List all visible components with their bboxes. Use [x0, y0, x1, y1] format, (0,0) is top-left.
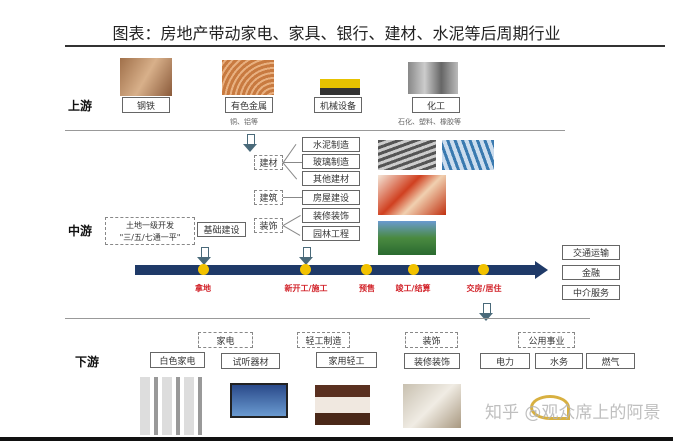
- upstream-steel: 钢铁: [122, 97, 170, 113]
- group-light-industry: 轻工制造: [297, 332, 350, 348]
- stage-dot: [198, 264, 209, 275]
- stage-dot: [478, 264, 489, 275]
- tv-image: [230, 383, 288, 418]
- item-water: 水务: [535, 353, 583, 369]
- timeline-bar: [135, 265, 537, 275]
- down-arrow-icon: [197, 247, 211, 265]
- stage-presale: 预售: [359, 284, 375, 293]
- item-home-light-industry: 家用轻工: [316, 352, 377, 368]
- group-utilities: 公用事业: [518, 332, 575, 348]
- item-housing: 房屋建设: [302, 190, 360, 205]
- stage-dot: [300, 264, 311, 275]
- connector: [283, 162, 302, 163]
- steel-image: [120, 58, 172, 96]
- watermark: 知乎 @观众席上的阿景: [485, 403, 661, 423]
- down-arrow-icon: [243, 134, 257, 152]
- item-white-goods: 白色家电: [150, 352, 205, 368]
- service-finance: 金融: [562, 265, 620, 280]
- title-divider: [65, 45, 665, 47]
- connector: [282, 225, 301, 236]
- item-other-materials: 其他建材: [302, 171, 360, 186]
- midstream-divider: [65, 318, 590, 319]
- stage-land-acquisition: 拿地: [195, 284, 211, 293]
- upstream-divider: [65, 130, 565, 131]
- item-renovation-down: 装修装饰: [404, 353, 460, 369]
- upstream-chemical: 化工: [412, 97, 460, 113]
- item-glass: 玻璃制造: [302, 154, 360, 169]
- gas-pipe-image: [530, 395, 570, 420]
- item-av-equipment: 试听器材: [221, 353, 280, 369]
- upstream-nonferrous: 有色金属: [225, 97, 273, 113]
- excavator-image: [320, 60, 360, 95]
- land-development-box: 土地一级开发 "三/五/七通一平": [105, 217, 195, 245]
- stage-dot: [361, 264, 372, 275]
- group-building-materials: 建材: [254, 155, 283, 170]
- item-gas: 燃气: [586, 353, 635, 369]
- down-arrow-icon: [299, 247, 313, 265]
- item-renovation: 装修装饰: [302, 208, 360, 223]
- nonferrous-note: 铜、铝等: [230, 118, 258, 126]
- bottom-bar: [0, 437, 673, 441]
- workers-image: [378, 175, 446, 215]
- item-cement: 水泥制造: [302, 137, 360, 152]
- stage-dot: [408, 264, 419, 275]
- appliances-image: [140, 377, 202, 435]
- page-title: 图表：房地产带动家电、家具、银行、建材、水泥等后周期行业: [112, 24, 561, 43]
- item-landscaping: 园林工程: [302, 226, 360, 241]
- stage-delivery: 交房/居住: [466, 284, 502, 293]
- connector: [283, 143, 297, 163]
- sofa-image: [315, 385, 370, 425]
- down-arrow-icon: [479, 303, 493, 321]
- downstream-label: 下游: [75, 355, 100, 369]
- glass-building-image: [442, 140, 494, 170]
- group-appliances: 家电: [198, 332, 253, 348]
- item-power: 电力: [480, 353, 530, 369]
- connector: [283, 197, 302, 198]
- cement-image: [378, 140, 436, 170]
- group-construction: 建筑: [254, 190, 283, 205]
- pipes-image: [408, 62, 458, 94]
- stage-construction: 新开工/施工: [284, 284, 328, 293]
- infrastructure-box: 基础建设: [197, 222, 246, 237]
- interior-image: [403, 384, 461, 428]
- midstream-label: 中游: [68, 224, 93, 238]
- land-development-detail: "三/五/七通一平": [119, 233, 181, 242]
- service-agency: 中介服务: [562, 285, 620, 300]
- upstream-machinery: 机械设备: [314, 97, 362, 113]
- group-decoration: 装饰: [254, 218, 283, 233]
- connector: [283, 215, 301, 226]
- copper-image: [222, 60, 274, 95]
- stage-completion: 竣工/结算: [395, 284, 431, 293]
- timeline-arrowhead: [535, 261, 548, 279]
- upstream-label: 上游: [68, 99, 93, 113]
- connector: [282, 162, 298, 180]
- group-decoration-down: 装饰: [405, 332, 458, 348]
- chemical-note: 石化、塑料、橡胶等: [398, 118, 461, 126]
- landscape-image: [378, 221, 436, 255]
- service-transport: 交通运输: [562, 245, 620, 260]
- land-development-label: 土地一级开发: [126, 221, 174, 230]
